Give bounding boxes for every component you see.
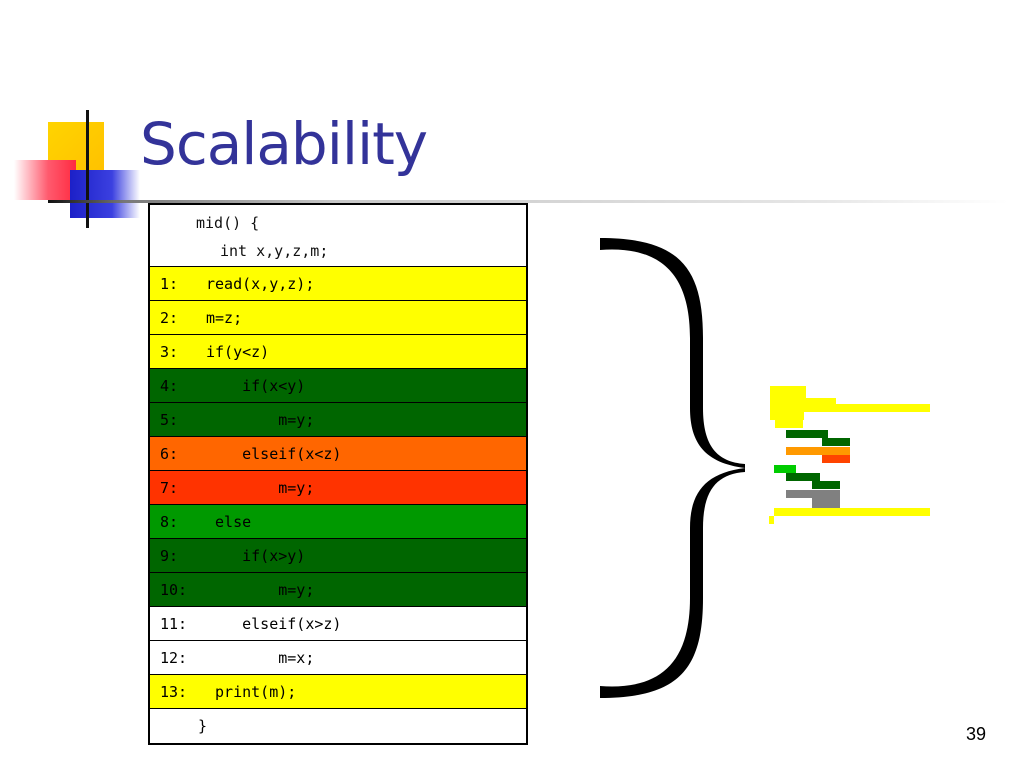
code-text: elseif(x>z) [206,615,342,633]
code-text: m=x; [206,649,315,667]
code-rows: 1:read(x,y,z);2:m=z;3:if(y<z)4: if(x<y)5… [150,267,526,709]
mini-code-bar [770,404,930,412]
slide-title: Scalability [140,110,428,178]
line-number: 13: [160,683,188,701]
logo-red-square [14,160,76,200]
code-text: m=z; [206,309,243,327]
mini-code-bar [786,473,820,481]
mini-code-bar [775,420,803,428]
code-text: else [206,513,252,531]
line-number: 12: [160,649,188,667]
code-line: 3: if(y<z) [150,335,526,369]
code-line: 12: m=x; [150,641,526,675]
mini-code-bar [822,455,850,463]
logo-vertical-line [86,110,89,228]
code-line: 8: else [150,505,526,539]
curly-brace-icon [585,228,755,708]
line-number: 8: [160,513,179,531]
mini-code-bar [774,508,930,516]
code-table: mid() { int x,y,z,m; 1: read(x,y,z); 2: m=z… [148,203,528,745]
line-number: 11: [160,615,188,633]
code-line: 7: m=y; [150,471,526,505]
mini-code-bar [774,465,796,473]
mini-code-bar [786,490,812,498]
mini-code-bar [812,481,840,489]
page-number: 39 [966,724,987,744]
code-header: mid() { int x,y,z,m; [150,205,526,267]
code-line: 1: read(x,y,z); [150,267,526,301]
mini-code-bar [786,447,850,455]
mini-code-bar [770,392,806,398]
code-line: 13: print(m); [150,675,526,709]
mini-code-bar [770,412,804,420]
slide-logo-decoration [0,0,160,240]
line-number: 5: [160,411,179,429]
mini-code-bar [770,398,836,404]
code-line: 6: elseif(x<z) [150,437,526,471]
logo-blue-square [70,170,140,218]
code-text: m=y; [206,479,315,497]
line-number: 4: [160,377,179,395]
code-header-line: mid() { [196,214,260,232]
title-underline [48,200,1008,203]
line-number: 9: [160,547,179,565]
code-text: read(x,y,z); [206,275,315,293]
code-line: 11: elseif(x>z) [150,607,526,641]
code-text: if(x>y) [206,547,306,565]
line-number: 10: [160,581,188,599]
line-number: 2: [160,309,179,327]
code-line: 2: m=z; [150,301,526,335]
line-number: 1: [160,275,179,293]
code-line: 10: m=y; [150,573,526,607]
mini-code-bar [786,430,828,438]
code-line: 4: if(x<y) [150,369,526,403]
code-text: m=y; [206,581,315,599]
code-text: if(x<y) [206,377,306,395]
code-text: m=y; [206,411,315,429]
line-number: 7: [160,479,179,497]
code-footer: } [198,717,208,735]
mini-code-bar [769,516,774,524]
code-line: 9: if(x>y) [150,539,526,573]
code-text: if(y<z) [206,343,270,361]
mini-code-bar [812,490,840,508]
code-header-line: int x,y,z,m; [220,242,329,260]
mini-code-bar [822,438,850,446]
code-line: 5: m=y; [150,403,526,437]
mini-code-bar [770,386,806,392]
line-number: 3: [160,343,179,361]
line-number: 6: [160,445,179,463]
code-text: elseif(x<z) [206,445,342,463]
code-text: print(m); [206,683,297,701]
